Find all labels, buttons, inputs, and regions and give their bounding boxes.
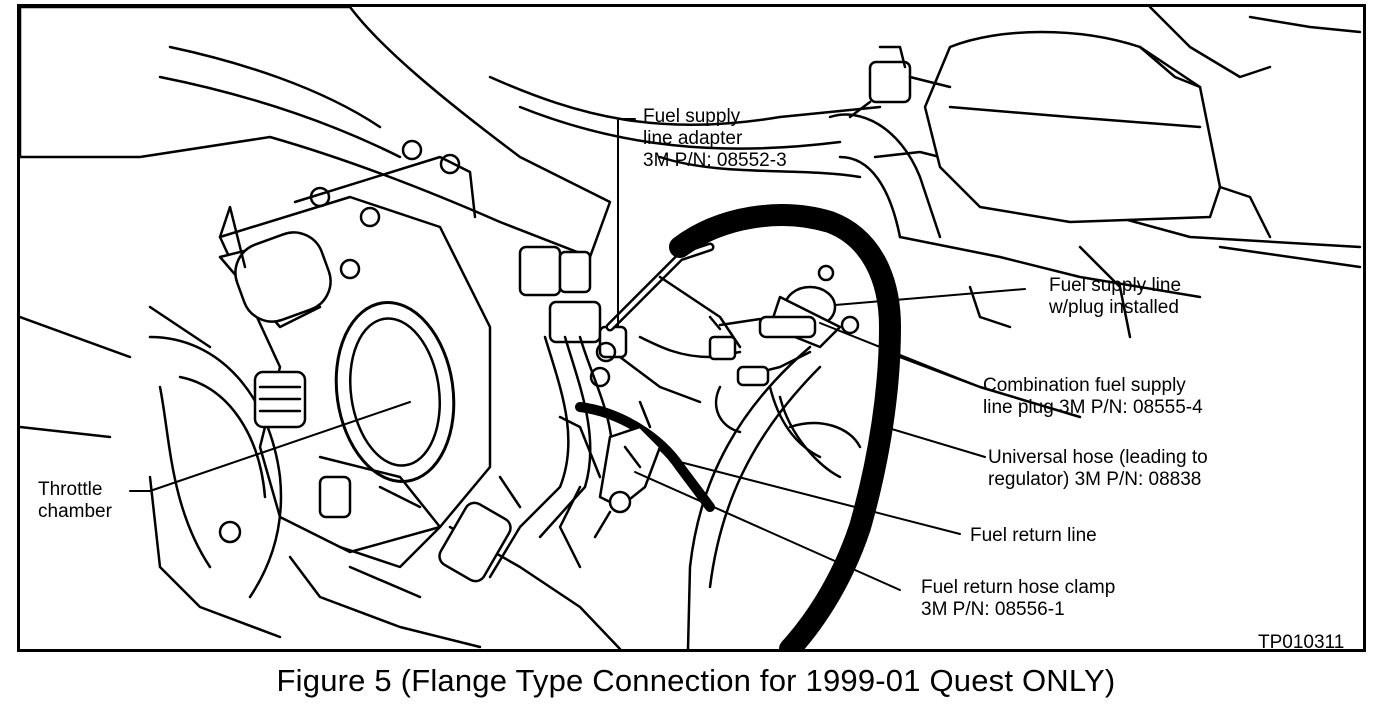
label-line: chamber	[38, 501, 112, 522]
engine-illustration	[20, 7, 1362, 649]
label-universal-hose: Universal hose (leading to regulator) 3M…	[988, 447, 1208, 491]
flange-plug	[708, 264, 860, 434]
label-fuel-supply-line: Fuel supply line w/plug installed	[1049, 275, 1181, 319]
lower-manifold	[20, 315, 622, 649]
label-line: Fuel supply	[643, 106, 741, 127]
background-structure	[488, 75, 1362, 299]
label-line: Combination fuel supply	[983, 375, 1186, 396]
leader-universal-hose	[884, 426, 986, 458]
figure-caption: Figure 5 (Flange Type Connection for 199…	[276, 663, 1116, 698]
label-line: Throttle	[38, 479, 103, 500]
label-fuel-supply-adapter: Fuel supply line adapter 3M P/N: 08552-3	[643, 106, 787, 172]
throttle-body	[218, 139, 492, 554]
strut-arc	[686, 345, 842, 649]
leader-fuel-supply-adapter	[617, 118, 636, 328]
intake-tube	[20, 7, 612, 259]
label-fuel-return-clamp: Fuel return hose clamp 3M P/N: 08556-1	[921, 577, 1115, 621]
label-line: Universal hose (leading to	[988, 447, 1208, 468]
pulley-bracket	[148, 305, 307, 599]
fuel-return-part	[558, 400, 715, 569]
universal-hose	[669, 204, 901, 649]
label-throttle-chamber: Throttle chamber	[38, 479, 112, 523]
leader-lines	[129, 118, 1026, 591]
label-line: regulator) 3M P/N: 08838	[988, 469, 1202, 490]
right-lower-structure	[788, 245, 1132, 449]
label-line: line plug 3M P/N: 08555-4	[983, 397, 1203, 418]
label-fuel-return-line: Fuel return line	[970, 525, 1097, 547]
label-line: line adapter	[643, 128, 743, 149]
label-line: 3M P/N: 08552-3	[643, 150, 787, 171]
leader-fuel-supply-line	[834, 288, 1026, 306]
leader-fuel-return-clamp	[634, 471, 901, 591]
label-line: 3M P/N: 08556-1	[921, 599, 1065, 620]
label-line: Fuel return line	[970, 525, 1097, 546]
airbox-clamp	[848, 45, 952, 119]
leader-combination-plug	[819, 322, 976, 386]
leader-throttle-chamber	[149, 401, 411, 492]
label-line: Fuel return hose clamp	[921, 577, 1116, 598]
fuel-supply-adapter-part	[605, 242, 742, 361]
figure-id: TP010311	[1258, 632, 1345, 652]
label-line: Fuel supply line	[1049, 275, 1182, 296]
figure-frame: Fuel supply line adapter 3M P/N: 08552-3…	[17, 4, 1366, 652]
label-combination-plug: Combination fuel supply line plug 3M P/N…	[983, 375, 1203, 419]
label-line: w/plug installed	[1049, 297, 1179, 318]
air-box	[923, 7, 1362, 239]
leader-fuel-return-line	[679, 461, 961, 535]
right-hose	[828, 113, 942, 239]
